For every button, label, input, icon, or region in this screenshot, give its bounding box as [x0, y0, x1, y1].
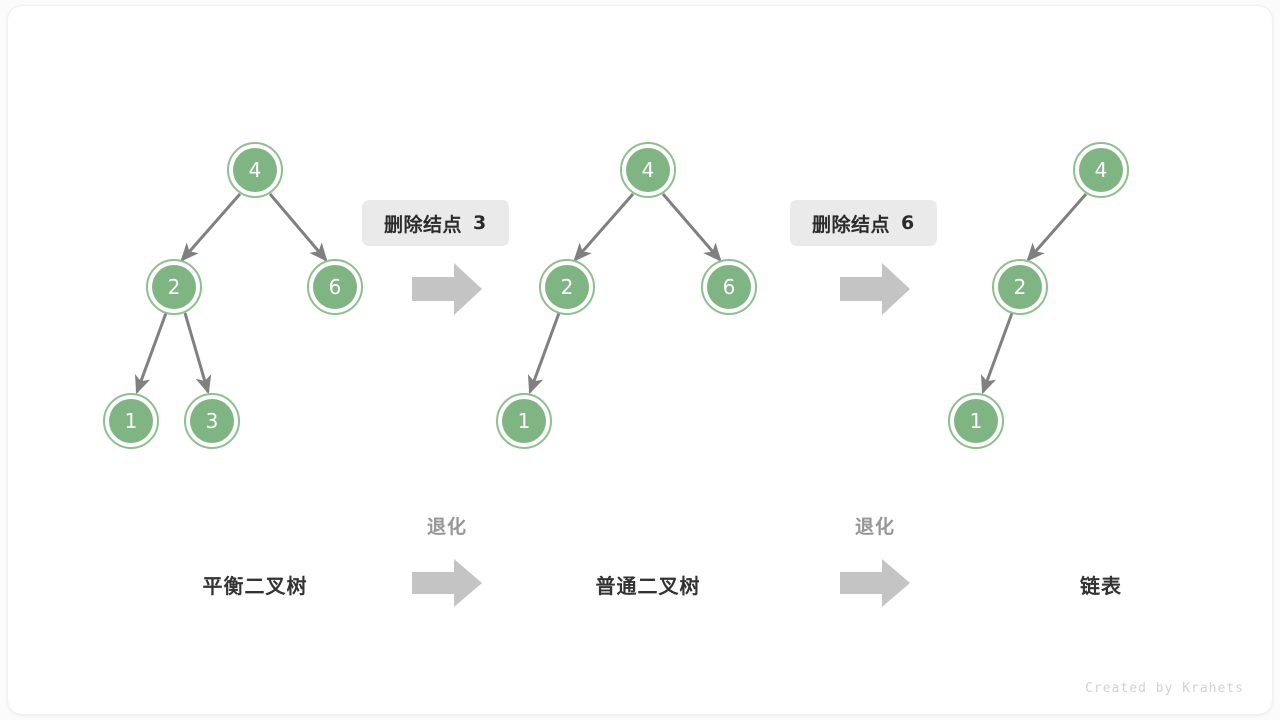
- tree-node: 1: [103, 393, 159, 449]
- node-value: 3: [205, 409, 219, 433]
- tree-edge: [527, 312, 561, 395]
- caption-linked-list: 链表: [1080, 570, 1122, 599]
- node-value: 6: [328, 275, 342, 299]
- node-disc: 1: [109, 399, 153, 443]
- node-value: 2: [560, 275, 574, 299]
- transition-label-degenerate-1: 退化: [427, 512, 467, 539]
- caption-text: 链表: [1080, 576, 1122, 598]
- tree-edge-layer: [134, 193, 1088, 395]
- node-disc: 6: [313, 265, 357, 309]
- tree-node: 3: [184, 393, 240, 449]
- tree-edge: [180, 193, 242, 262]
- caption-ordinary-binary-tree: 普通二叉树: [596, 570, 701, 599]
- operation-label: 删除结点: [384, 214, 463, 236]
- node-disc: 1: [502, 399, 546, 443]
- tree-edge: [980, 312, 1014, 395]
- stage-transition-arrow-icon: [412, 263, 482, 315]
- tree-node: 6: [701, 259, 757, 315]
- caption-text: 平衡二叉树: [202, 576, 308, 598]
- tree-edge: [183, 312, 212, 395]
- tree-node: 4: [227, 142, 283, 198]
- node-disc: 2: [998, 265, 1042, 309]
- node-value: 1: [969, 409, 983, 433]
- operation-badge-delete-node-6: 删除结点 6: [790, 200, 937, 246]
- operation-badge-delete-node-3: 删除结点 3: [362, 200, 509, 246]
- operation-value: 6: [901, 212, 915, 234]
- tree-edge: [661, 193, 722, 262]
- node-value: 2: [167, 275, 181, 299]
- node-disc: 2: [545, 265, 589, 309]
- node-disc: 4: [1079, 148, 1123, 192]
- tree-edge: [573, 193, 635, 262]
- diagram-canvas: 4 2 6 1 3 4: [8, 6, 1272, 714]
- node-value: 4: [248, 158, 262, 182]
- transition-text: 退化: [854, 517, 896, 538]
- tree-edge: [134, 312, 168, 395]
- node-disc: 3: [190, 399, 234, 443]
- tree-edge: [1026, 193, 1088, 262]
- caption-text: 普通二叉树: [595, 576, 701, 598]
- tree-node: 6: [307, 259, 363, 315]
- transition-text: 退化: [426, 517, 468, 538]
- node-disc: 6: [707, 265, 751, 309]
- tree-edge: [268, 193, 328, 262]
- tree-node: 4: [1073, 142, 1129, 198]
- tree-node: 2: [539, 259, 595, 315]
- figure-card: 4 2 6 1 3 4: [8, 6, 1272, 714]
- credit-text: Created by Krahets: [1085, 681, 1244, 696]
- node-value: 4: [1094, 158, 1108, 182]
- node-disc: 2: [152, 265, 196, 309]
- caption-transition-arrow-icon: [412, 559, 482, 607]
- node-disc: 4: [233, 148, 277, 192]
- caption-balanced-binary-tree: 平衡二叉树: [203, 570, 308, 599]
- tree-node: 1: [496, 393, 552, 449]
- node-disc: 4: [626, 148, 670, 192]
- tree-node: 4: [620, 142, 676, 198]
- tree-node: 1: [948, 393, 1004, 449]
- node-value: 1: [124, 409, 138, 433]
- node-disc: 1: [954, 399, 998, 443]
- stage-transition-arrow-icon: [840, 263, 910, 315]
- tree-node: 2: [146, 259, 202, 315]
- node-value: 6: [722, 275, 736, 299]
- node-value: 4: [641, 158, 655, 182]
- transition-label-degenerate-2: 退化: [855, 512, 895, 539]
- caption-transition-arrow-icon: [840, 559, 910, 607]
- operation-label: 删除结点: [812, 214, 891, 236]
- node-value: 2: [1013, 275, 1027, 299]
- operation-value: 3: [473, 212, 487, 234]
- node-value: 1: [517, 409, 531, 433]
- tree-node: 2: [992, 259, 1048, 315]
